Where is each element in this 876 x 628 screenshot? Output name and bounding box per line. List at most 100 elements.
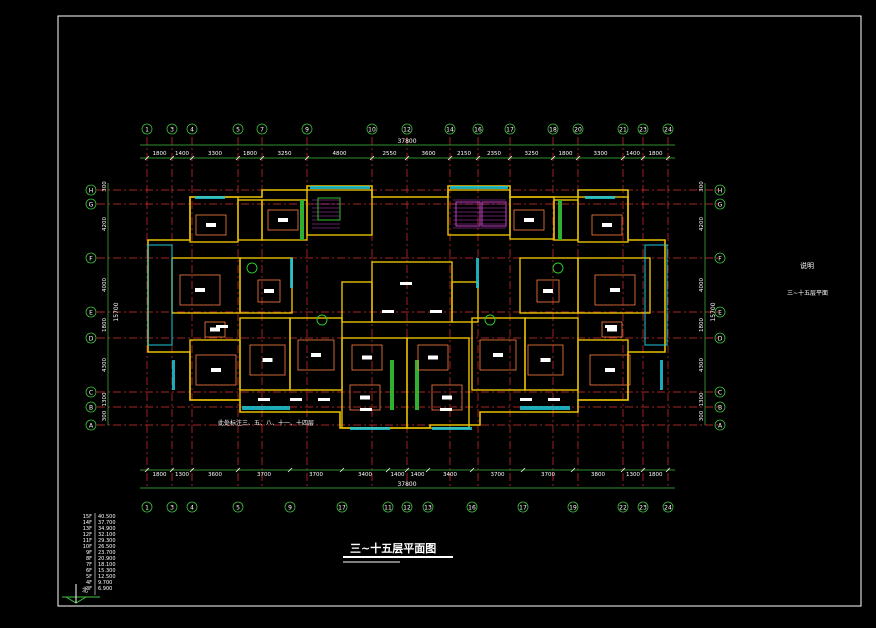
window — [195, 196, 225, 199]
furniture-label-block — [610, 288, 620, 292]
axis-label-top: 17 — [506, 127, 514, 134]
axis-label-bottom: 9 — [288, 505, 292, 512]
axis-bubble-bottom — [422, 501, 434, 513]
dim-tick-bottom — [469, 467, 475, 473]
dim-bottom-total: 37800 — [397, 481, 416, 488]
axis-bubble-top — [401, 123, 413, 135]
furniture-label-block — [362, 355, 372, 360]
furniture-label-block — [428, 355, 438, 360]
furniture-label-block — [211, 368, 221, 372]
drawing-title: 三~十五层平面图 — [350, 541, 436, 555]
dim-bottom-segment: 1800 — [649, 472, 663, 478]
dim-tick-bottom — [189, 467, 195, 473]
dim-side-segment: 4000 — [699, 278, 705, 292]
axis-bubble-bottom — [186, 501, 198, 513]
furniture-label-block — [493, 353, 503, 357]
furniture-item — [351, 344, 383, 371]
level-elevation-value: 20.900 — [98, 556, 116, 562]
axis-bubble-right — [714, 306, 726, 318]
axis-label-bottom: 5 — [236, 505, 240, 512]
axis-bubble-right — [714, 252, 726, 264]
window — [242, 406, 290, 410]
level-elevation-value: 6.900 — [98, 586, 112, 592]
dim-tick-bottom — [339, 467, 345, 473]
axis-label-top: 5 — [236, 127, 240, 134]
axis-bubble-bottom — [166, 501, 178, 513]
axis-label-bottom: 17 — [338, 505, 346, 512]
level-floor-label: 7F — [86, 562, 92, 568]
axis-label-left: C — [89, 390, 93, 397]
core-stair — [306, 189, 373, 236]
dim-bottom-segment: 3700 — [491, 472, 505, 478]
window — [450, 186, 508, 189]
furniture-item — [589, 354, 631, 386]
axis-label-right: C — [718, 390, 722, 397]
level-floor-label: 11F — [83, 538, 92, 544]
axis-bubble-left — [85, 386, 97, 398]
dim-side-segment: 4200 — [102, 217, 108, 231]
furniture-label-block — [605, 368, 615, 372]
axis-bubble-bottom — [517, 501, 529, 513]
dim-top-segment: 2150 — [457, 151, 471, 157]
dim-side-segment: 1300 — [699, 392, 705, 406]
dim-side-segment: 300 — [102, 181, 108, 192]
dim-side-segment: 300 — [699, 181, 705, 192]
dim-tick-top — [620, 155, 626, 161]
dim-top-total: 37800 — [397, 138, 416, 145]
furniture-label-block — [195, 288, 205, 292]
dim-tick-top — [665, 155, 671, 161]
axis-bubble-bottom — [336, 501, 348, 513]
axis-label-bottom: 13 — [424, 505, 432, 512]
dim-bottom-segment: 3400 — [358, 472, 372, 478]
tag-block — [605, 325, 617, 328]
plant-icon — [246, 262, 258, 274]
axis-label-right: B — [718, 405, 722, 412]
furniture-item — [257, 279, 281, 303]
axis-label-left: H — [89, 188, 94, 195]
window — [432, 427, 472, 430]
dim-side-segment: 4000 — [102, 278, 108, 292]
dim-tick-top — [404, 155, 410, 161]
level-floor-label: 14F — [83, 520, 92, 526]
furniture-item — [594, 274, 636, 306]
plant-icon — [316, 314, 328, 326]
dim-top-segment: 3300 — [208, 151, 222, 157]
axis-label-left: A — [89, 423, 94, 430]
axis-bubble-right — [714, 419, 726, 431]
furniture-item — [513, 209, 545, 231]
level-elevation-value: 37.700 — [98, 520, 116, 526]
axis-bubble-bottom — [284, 501, 296, 513]
axis-bubble-left — [85, 306, 97, 318]
axis-bubble-bottom — [617, 501, 629, 513]
window — [350, 427, 390, 430]
axis-bubble-top — [572, 123, 584, 135]
dim-bottom-segment: 3700 — [257, 472, 271, 478]
dim-tick-bottom — [169, 467, 175, 473]
tag-block — [318, 398, 330, 401]
dim-bottom-segment: 3600 — [208, 472, 222, 478]
tag-block — [258, 398, 270, 401]
dim-side-total: 15700 — [113, 302, 120, 321]
title-underline — [343, 556, 453, 558]
window — [585, 196, 615, 199]
core-elevator-right — [451, 281, 479, 323]
dim-bottom-segment: 1400 — [411, 472, 425, 478]
axis-label-right: H — [718, 188, 723, 195]
tag-block — [400, 282, 412, 285]
dim-bottom-segment: 3700 — [309, 472, 323, 478]
axis-bubble-top — [444, 123, 456, 135]
dim-tick-top — [475, 155, 481, 161]
dim-tick-top — [259, 155, 265, 161]
furniture-label-block — [543, 289, 553, 293]
furniture-label-block — [540, 358, 551, 362]
axis-label-left: D — [89, 336, 94, 343]
level-elevation-value: 26.500 — [98, 544, 116, 550]
plant-icon — [552, 262, 564, 274]
furniture-label-block — [311, 353, 321, 357]
axis-bubble-left — [85, 401, 97, 413]
level-floor-label: 15F — [83, 514, 92, 520]
elevator-car-1 — [455, 201, 481, 227]
furniture-label-block — [262, 358, 273, 362]
axis-label-top: 12 — [403, 127, 411, 134]
